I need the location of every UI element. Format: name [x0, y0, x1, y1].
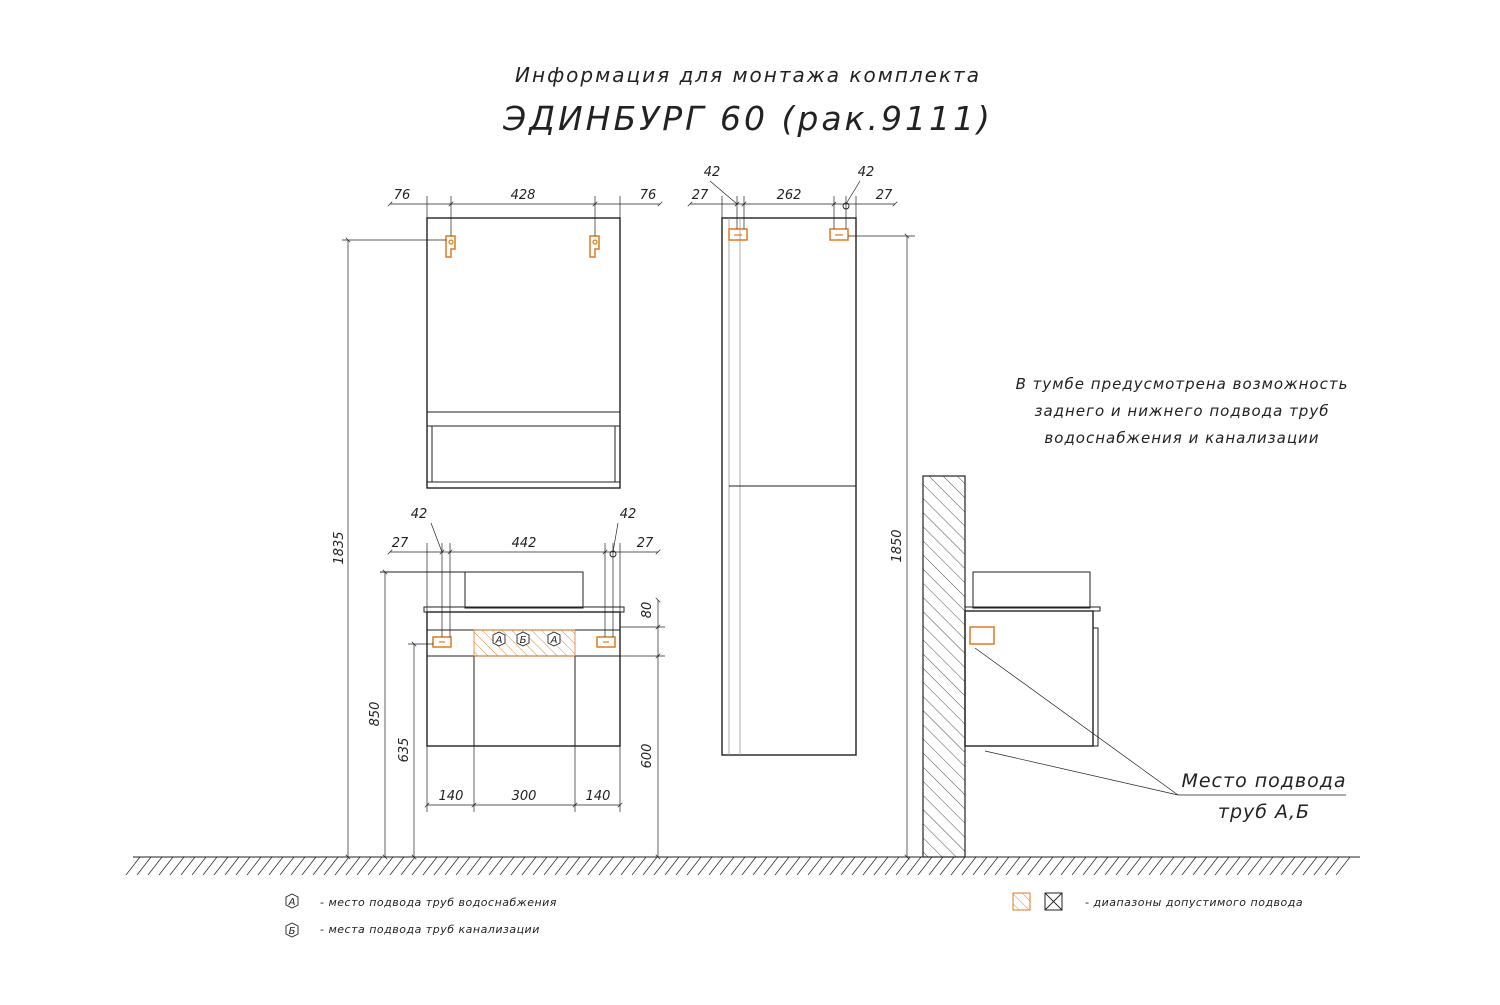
wall-section [922, 475, 966, 858]
legend-marker-b: Б [285, 922, 299, 938]
vanity-dim-offset-right: 27 [637, 536, 654, 551]
tall-dim-left: 27 [692, 188, 709, 203]
vanity-bracket-left [432, 636, 452, 648]
svg-text:А: А [550, 635, 558, 646]
vanity-dim-bottom-mid: 300 [512, 789, 537, 804]
tall-dim-between: 262 [777, 188, 802, 203]
callout-line-1: Место подвода [1181, 770, 1346, 792]
mirror-dim-height: 1835 [332, 531, 347, 564]
mirror-bracket-right [589, 235, 600, 258]
marker-a-left: А [492, 631, 506, 647]
vanity-bracket-right [596, 636, 616, 648]
vanity-dim-offset-left-small: 42 [411, 507, 428, 522]
drawing-title: ЭДИНБУРГ 60 (рак.9111) [502, 99, 993, 138]
mirror-dim-left: 76 [394, 188, 411, 203]
legend-range-swatch-hatched [1012, 892, 1031, 911]
tall-bracket-right [829, 228, 849, 241]
svg-text:Б: Б [289, 926, 296, 937]
svg-text:Б: Б [520, 635, 527, 646]
tall-dim-small-right: 42 [858, 165, 875, 180]
legend-range-swatch-cross [1044, 892, 1063, 911]
callout-line-2: труб А,Б [1218, 801, 1310, 823]
tall-bracket-left [728, 228, 748, 241]
vanity-dim-between-brackets: 442 [512, 536, 537, 551]
vanity-dim-offset-left: 27 [392, 536, 409, 551]
svg-text:А: А [495, 635, 503, 646]
vanity-dim-body-height: 600 [640, 744, 655, 769]
note-line-1: В тумбе предусмотрена возможность [1016, 375, 1349, 393]
vanity-dim-offset-right-small: 42 [620, 507, 637, 522]
vanity-dim-top-band: 80 [640, 602, 655, 619]
mirror-bracket-left [445, 235, 456, 258]
mirror-dim-right: 76 [640, 188, 657, 203]
mirror-dim-width: 428 [511, 188, 536, 203]
marker-a-right: А [547, 631, 561, 647]
legend: А - место подвода труб водоснабжения Б -… [285, 892, 1303, 938]
legend-marker-a: А [285, 893, 299, 909]
vanity-dim-total-height: 850 [368, 702, 383, 727]
vanity-dim-mount-height: 635 [397, 738, 412, 763]
floor-line [125, 856, 1360, 876]
rear-connection-zone [969, 626, 995, 645]
marker-b: Б [516, 631, 530, 647]
vanity-dim-bottom-left: 140 [439, 789, 464, 804]
vanity-unit: А Б А 42 27 44 [368, 507, 665, 860]
tall-dim-small-left: 42 [704, 165, 721, 180]
drawing-subtitle: Информация для монтажа комплекта [515, 63, 981, 87]
mirror-cabinet: 76 428 76 1835 [332, 188, 663, 860]
side-view: Место подвода труб А,Б [922, 475, 1346, 858]
legend-a-text: - место подвода труб водоснабжения [320, 896, 557, 909]
installation-note: В тумбе предусмотрена возможность заднег… [1016, 375, 1349, 447]
legend-b-text: - места подвода труб канализации [320, 923, 540, 936]
tall-dim-height: 1850 [890, 529, 905, 562]
tall-cabinet: 42 27 262 42 27 1850 [687, 165, 915, 860]
svg-text:А: А [288, 897, 296, 908]
vanity-dim-bottom-right: 140 [586, 789, 611, 804]
note-line-3: водоснабжения и канализации [1044, 429, 1319, 447]
tall-dim-right: 27 [876, 188, 893, 203]
legend-range-text: - диапазоны допустимого подвода [1085, 896, 1303, 909]
note-line-2: заднего и нижнего подвода труб [1035, 402, 1330, 420]
